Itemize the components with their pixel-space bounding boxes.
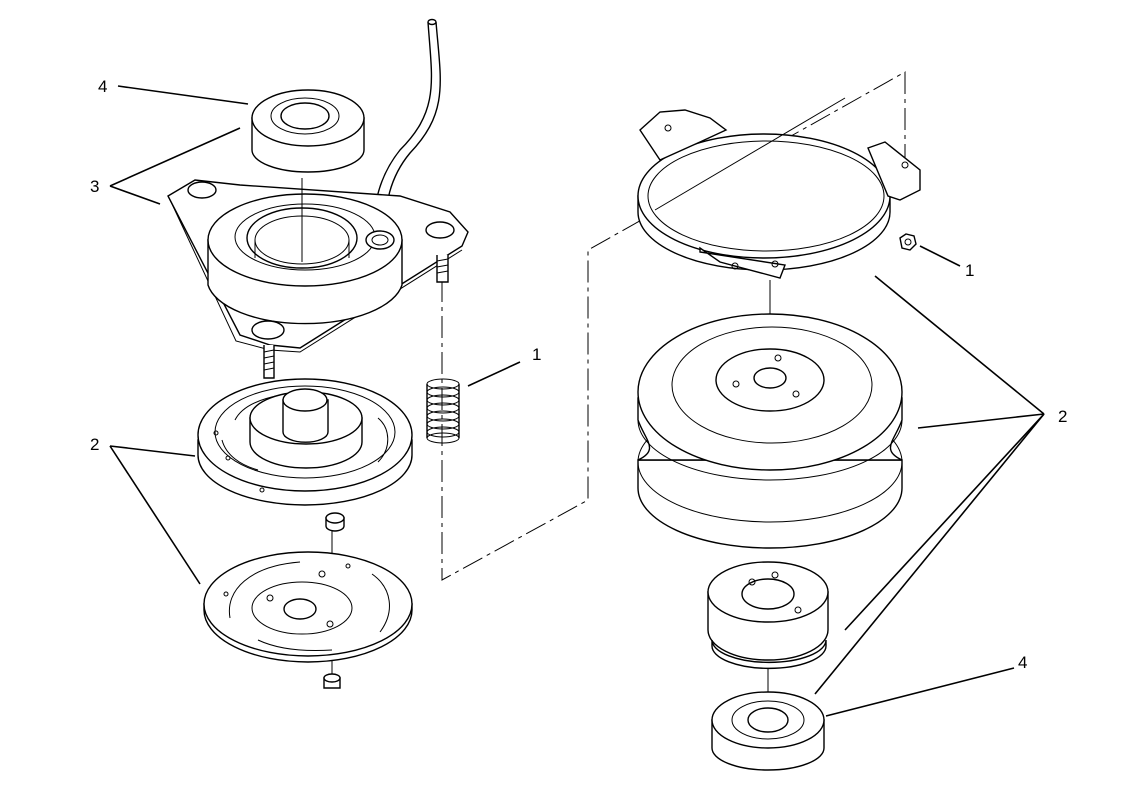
- callout-left-3: 3: [90, 177, 99, 196]
- mounting-stud: [263, 255, 449, 379]
- callout-right-1: 1: [965, 261, 974, 280]
- hex-nut: [899, 233, 917, 251]
- armature-rotor: [197, 378, 413, 506]
- brake-plate: [203, 551, 413, 663]
- bearing-right: [711, 691, 825, 771]
- brake-shroud: [637, 109, 921, 370]
- small-nut: [323, 673, 341, 689]
- callout-right-4: 4: [1018, 653, 1027, 672]
- field-coil-housing: [167, 179, 469, 353]
- pulley: [637, 313, 903, 549]
- pulley-hub: [707, 561, 829, 700]
- compression-spring: [426, 378, 460, 444]
- leader-lines: [109, 85, 1045, 717]
- callout-left-2: 2: [90, 435, 99, 454]
- bearing-left: [251, 89, 365, 186]
- callout-right-2: 2: [1058, 407, 1067, 426]
- callout-left-4: 4: [98, 77, 107, 96]
- assembly-centerline: [441, 71, 906, 581]
- callout-center-1: 1: [532, 345, 541, 364]
